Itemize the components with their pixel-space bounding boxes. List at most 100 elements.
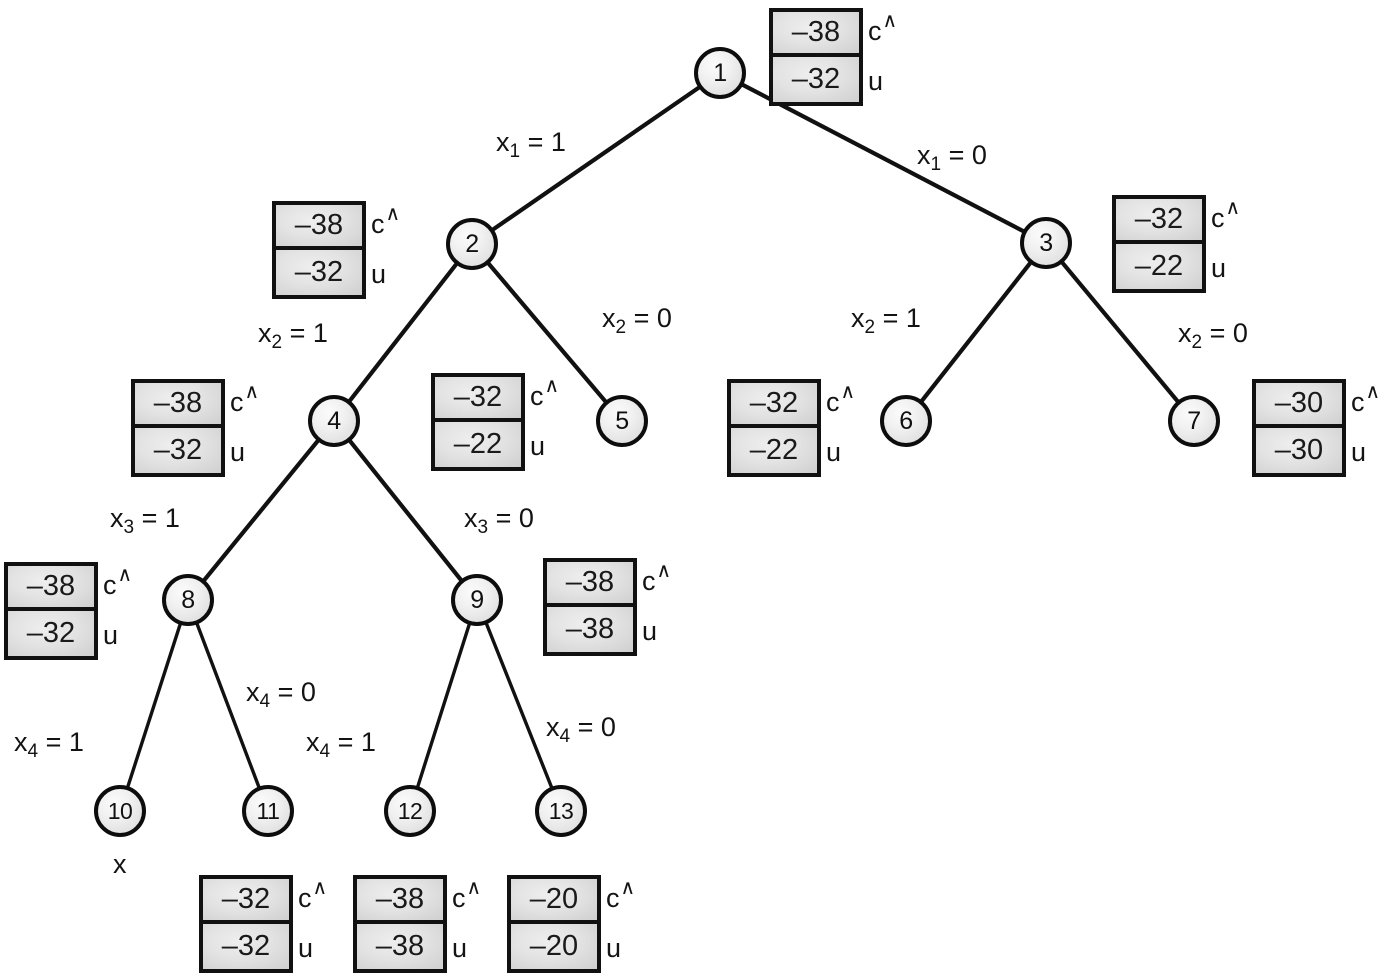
- objective-value-cell: –38: [8, 566, 94, 611]
- tree-node-label: 10: [107, 797, 133, 824]
- objective-value: –38: [565, 566, 615, 598]
- tree-node-label: 11: [256, 797, 280, 824]
- bound-symbol-label: u: [371, 259, 387, 289]
- bound-value-cell: –32: [276, 250, 362, 295]
- tree-node-4[interactable]: 4: [308, 395, 360, 447]
- tree-node-5[interactable]: 5: [596, 395, 648, 447]
- objective-value-cell: –32: [1116, 199, 1202, 244]
- objective-symbol-label: c∧: [606, 877, 636, 913]
- bound-symbol-label: u: [298, 933, 314, 963]
- tree-edge: [918, 258, 1034, 406]
- objective-value: –32: [221, 883, 271, 915]
- tree-node-2[interactable]: 2: [446, 218, 498, 270]
- hat-accent-icon: ∧: [656, 560, 672, 582]
- hat-accent-icon: ∧: [312, 877, 328, 899]
- bound-value: –32: [153, 434, 203, 466]
- hat-accent-icon: ∧: [620, 877, 636, 899]
- bound-value: –20: [529, 930, 579, 962]
- bound-value-cell: –30: [1256, 428, 1342, 473]
- bound-value: –22: [1134, 250, 1184, 282]
- objective-symbol-label: c∧: [826, 381, 856, 417]
- objective-value: –38: [153, 387, 203, 419]
- bound-value-cell: –38: [547, 607, 633, 652]
- objective-value-cell: –38: [135, 383, 221, 428]
- edge-label-e-2-4: x2 = 1: [258, 318, 328, 353]
- bound-symbol-label: u: [1211, 253, 1227, 283]
- objective-value: –38: [26, 570, 76, 602]
- bound-value: –32: [791, 63, 841, 95]
- hat-accent-icon: ∧: [117, 564, 133, 586]
- bound-value: –32: [294, 256, 344, 288]
- hat-accent-icon: ∧: [840, 381, 856, 403]
- bound-symbol-label: u: [452, 933, 468, 963]
- objective-value-cell: –32: [435, 377, 521, 422]
- tree-node-label: 2: [465, 229, 479, 258]
- objective-value: –38: [294, 209, 344, 241]
- tree-node-label: 3: [1039, 228, 1053, 257]
- objective-value: –20: [529, 883, 579, 915]
- value-box-node-2: –38 –32 c∧ u: [272, 201, 400, 299]
- tree-node-11[interactable]: 11: [242, 785, 294, 837]
- tree-node-label: 5: [615, 406, 629, 435]
- edge-label-e-3-6: x2 = 1: [851, 303, 921, 338]
- objective-symbol-label: c∧: [868, 10, 898, 46]
- hat-accent-icon: ∧: [466, 877, 482, 899]
- edge-label-e-9-12: x4 = 1: [306, 727, 376, 762]
- value-box-node-3: –32 –22 c∧ u: [1112, 195, 1240, 293]
- bound-symbol-label: u: [642, 616, 658, 646]
- edge-label-e-1-2: x1 = 1: [496, 127, 566, 162]
- hat-accent-icon: ∧: [244, 381, 260, 403]
- tree-node-7[interactable]: 7: [1168, 395, 1220, 447]
- tree-edge: [125, 620, 183, 791]
- bound-value-cell: –22: [435, 422, 521, 467]
- objective-symbol-label: c∧: [371, 203, 401, 239]
- tree-node-8[interactable]: 8: [162, 574, 214, 626]
- bound-value-cell: –22: [1116, 244, 1202, 289]
- objective-value-cell: –32: [731, 383, 817, 428]
- tree-node-label: 1: [713, 58, 727, 87]
- edge-label-e-1-3: x1 = 0: [917, 140, 987, 175]
- bound-value-cell: –32: [773, 57, 859, 102]
- tree-node-10[interactable]: 10: [94, 785, 146, 837]
- tree-node-label: 4: [327, 406, 341, 435]
- objective-value-cell: –32: [203, 879, 289, 924]
- tree-node-1[interactable]: 1: [694, 47, 746, 99]
- tree-node-12[interactable]: 12: [384, 785, 436, 837]
- tree-node-13[interactable]: 13: [535, 785, 587, 837]
- bound-value-cell: –32: [8, 611, 94, 656]
- tree-node-6[interactable]: 6: [880, 395, 932, 447]
- edge-label-e-2-5: x2 = 0: [602, 303, 672, 338]
- tree-node-9[interactable]: 9: [451, 574, 503, 626]
- objective-symbol-label: c∧: [452, 877, 482, 913]
- bound-value-cell: –20: [511, 924, 597, 969]
- objective-value: –38: [375, 883, 425, 915]
- objective-value: –30: [1274, 387, 1324, 419]
- value-box-node-13: –20 –20 c∧ u: [507, 875, 635, 973]
- objective-value: –32: [749, 387, 799, 419]
- tree-node-3[interactable]: 3: [1020, 217, 1072, 269]
- bound-symbol-label: u: [530, 431, 546, 461]
- bound-symbol-label: u: [606, 933, 622, 963]
- objective-value-cell: –38: [357, 879, 443, 924]
- objective-value-cell: –38: [773, 12, 859, 57]
- objective-value-cell: –20: [511, 879, 597, 924]
- bound-value: –32: [221, 930, 271, 962]
- bound-value-cell: –38: [357, 924, 443, 969]
- objective-symbol-label: c∧: [1211, 197, 1241, 233]
- objective-value-cell: –38: [276, 205, 362, 250]
- objective-symbol-label: c∧: [642, 560, 672, 596]
- bound-value: –22: [749, 434, 799, 466]
- bound-value-cell: –32: [203, 924, 289, 969]
- objective-symbol-label: c∧: [1351, 381, 1381, 417]
- tree-node-label: 7: [1187, 406, 1201, 435]
- tree-edge: [488, 83, 704, 234]
- objective-value-cell: –30: [1256, 383, 1342, 428]
- bound-value-cell: –32: [135, 428, 221, 473]
- objective-symbol-label: c∧: [530, 375, 560, 411]
- edge-label-e-9-13: x4 = 0: [546, 712, 616, 747]
